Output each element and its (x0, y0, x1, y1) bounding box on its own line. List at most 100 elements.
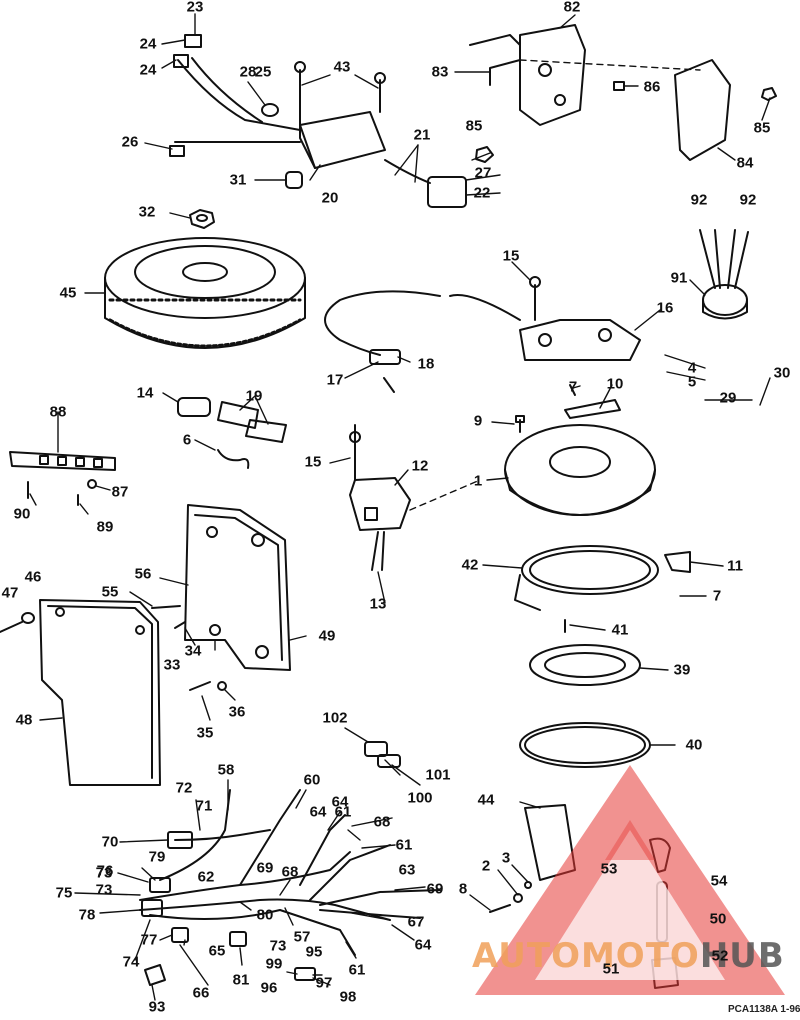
callout-label: 43 (333, 58, 351, 76)
callout-label: 7 (712, 587, 722, 605)
callout-label: 82 (563, 0, 581, 16)
callout-label: 16 (656, 299, 674, 317)
callout-label: 33 (163, 656, 181, 674)
callout-label: 28 (239, 63, 257, 81)
callout-label: 81 (232, 971, 250, 989)
callout-label: 76 (96, 862, 114, 880)
callout-label: 99 (265, 955, 283, 973)
callout-label: 36 (228, 703, 246, 721)
callout-label: 3 (501, 849, 511, 867)
callout-label: 83 (431, 63, 449, 81)
leader-lines (29, 13, 771, 1001)
timer-base (504, 384, 656, 516)
callout-label: 64 (414, 936, 432, 954)
callout-label: 9 (473, 412, 483, 430)
callout-label: 61 (395, 836, 413, 854)
callout-label: 57 (293, 928, 311, 946)
callout-label: 53 (600, 860, 618, 878)
callout-label: 56 (134, 565, 152, 583)
callout-label: 80 (256, 906, 274, 924)
callout-label: 10 (606, 375, 624, 393)
callout-label: 4 (687, 359, 697, 377)
callout-label: 55 (101, 583, 119, 601)
watermark-brand-accent: HUB (699, 936, 785, 976)
callout-label: 22 (473, 184, 491, 202)
watermark-brand-main: AUTOMOTO (472, 936, 700, 976)
callout-label: 95 (305, 943, 323, 961)
callout-label: 58 (217, 761, 235, 779)
callout-label: 62 (197, 868, 215, 886)
callout-label: 91 (670, 269, 688, 287)
callout-label: 69 (256, 859, 274, 877)
callout-label: 51 (602, 960, 620, 978)
callout-label: 78 (78, 906, 96, 924)
retaining-rings (514, 545, 691, 768)
callout-label: 96 (260, 979, 278, 997)
callout-label: 87 (111, 483, 129, 501)
callout-label: 64 (331, 793, 349, 811)
callout-label: 24 (139, 35, 157, 53)
callout-label: 85 (753, 119, 771, 137)
callout-label: 66 (192, 984, 210, 1002)
callout-label: 70 (101, 833, 119, 851)
callout-label: 6 (182, 431, 192, 449)
callout-label: 73 (269, 937, 287, 955)
callout-label: 35 (196, 724, 214, 742)
callout-label: 74 (122, 953, 140, 971)
callout-label: 64 (309, 803, 327, 821)
callout-label: 31 (229, 171, 247, 189)
callout-label: 86 (643, 78, 661, 96)
callout-label: 102 (322, 709, 348, 727)
callout-label: 44 (477, 791, 495, 809)
callout-label: 32 (138, 203, 156, 221)
callout-label: 12 (411, 457, 429, 475)
callout-label: 15 (502, 247, 520, 265)
ignition-coil (169, 34, 494, 208)
electrical-cover (0, 599, 161, 786)
callout-label: 15 (304, 453, 322, 471)
callout-label: 60 (303, 771, 321, 789)
callout-label: 17 (326, 371, 344, 389)
callout-label: 18 (417, 355, 435, 373)
callout-label: 89 (96, 518, 114, 536)
callout-label: 84 (736, 154, 754, 172)
callout-label: 8 (458, 880, 468, 898)
callout-label: 54 (710, 872, 728, 890)
callout-label: 73 (95, 881, 113, 899)
callout-label: 46 (24, 568, 42, 586)
callout-label: 7 (568, 378, 578, 396)
callout-label: 11 (727, 557, 743, 575)
callout-label: 68 (281, 863, 299, 881)
callout-label: 29 (719, 389, 737, 407)
callout-label: 45 (59, 284, 77, 302)
callout-label: 13 (369, 595, 387, 613)
flywheel-nut (189, 209, 215, 229)
callout-label: 69 (426, 880, 444, 898)
watermark-text: AUTOMOTOHUB (472, 936, 785, 976)
callout-label: 85 (465, 117, 483, 135)
drawing-reference: PCA1138A 1-96 (728, 1004, 800, 1015)
callout-label: 101 (425, 766, 451, 784)
callout-label: 98 (339, 988, 357, 1006)
callout-label: 20 (321, 189, 339, 207)
callout-label: 73 (95, 864, 113, 882)
callout-label: 5 (687, 373, 697, 391)
callout-label: 14 (136, 384, 154, 402)
callout-label: 50 (709, 910, 727, 928)
callout-label: 63 (398, 861, 416, 879)
callout-label: 1 (473, 472, 483, 490)
callout-label: 67 (407, 913, 425, 931)
mounting-bracket (469, 24, 777, 161)
callout-label: 68 (373, 813, 391, 831)
callout-label: 40 (685, 736, 703, 754)
callout-label: 52 (711, 947, 729, 965)
terminal-strip (9, 451, 116, 506)
callout-label: 25 (254, 63, 272, 81)
callout-label: 42 (461, 556, 479, 574)
callout-label: 47 (1, 584, 19, 602)
callout-label: 97 (315, 974, 333, 992)
callout-label: 49 (318, 627, 336, 645)
timer-base-harness (324, 276, 641, 393)
callout-label: 77 (140, 931, 158, 949)
